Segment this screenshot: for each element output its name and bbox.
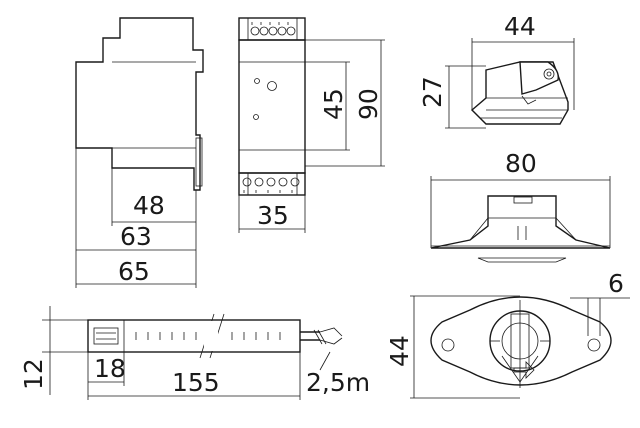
probe-side-view [470,61,569,125]
din-front-dim-35: 35 [257,201,289,230]
probe-front-view [430,195,611,263]
din-front-dim-45: 45 [319,88,348,120]
cable-dim-12: 12 [19,358,48,390]
din-side-dimension-lines [75,148,197,288]
din-module-front-view [238,17,306,196]
cable-probe [87,313,343,359]
din-front-terminals-bottom [242,177,300,193]
din-module-side-view [75,17,204,191]
din-front-terminals-top [250,22,296,36]
probe-side-dimension-lines [445,38,575,129]
din-side-dim-65: 65 [118,257,150,286]
cable-dim-18: 18 [94,354,126,383]
din-side-dim-48: 48 [133,191,165,220]
din-front-dim-90: 90 [354,88,383,120]
din-front-dimension-lines [238,39,385,233]
cable-dim-155: 155 [172,368,220,397]
flange-dim-44: 44 [385,335,414,367]
probe-dim-44: 44 [504,12,536,41]
cable-ticks [135,332,281,340]
cable-dimension-lines [42,306,331,400]
din-side-dim-63: 63 [120,222,152,251]
probe-front-dimension-lines [430,176,611,248]
flange-dimension-lines [410,295,630,399]
probe-dim-27: 27 [418,76,447,108]
probe-dim-80: 80 [505,149,537,178]
flange-dim-6: 6 [608,269,624,298]
cable-dim-2-5m: 2,5m [306,368,370,397]
flange-top-view [430,296,612,388]
